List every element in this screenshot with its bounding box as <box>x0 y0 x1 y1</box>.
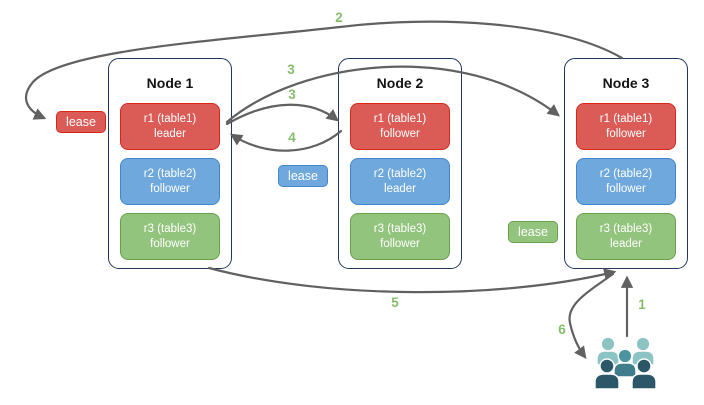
lease-badge-green: lease <box>508 221 558 243</box>
node3-replica-r3: r3 (table3) leader <box>576 213 676 260</box>
node1-replica-r1: r1 (table1) leader <box>120 103 220 150</box>
node2-replica-r3: r3 (table3) follower <box>350 213 450 260</box>
node-2-card: Node 2 r1 (table1) follower r2 (table2) … <box>338 58 462 269</box>
node-3-card: Node 3 r1 (table1) follower r2 (table2) … <box>564 58 688 269</box>
replica-role: leader <box>154 127 186 140</box>
step-label-1: 1 <box>638 297 646 312</box>
step-label-3b: 3 <box>288 87 296 102</box>
replica-name: r2 (table2) <box>599 167 653 180</box>
replica-name: r3 (table3) <box>373 222 427 235</box>
lease-badge-red: lease <box>56 111 106 133</box>
node-1-card: Node 1 r1 (table1) leader r2 (table2) fo… <box>108 58 232 269</box>
lease-badge-blue: lease <box>278 165 328 187</box>
step-label-3a: 3 <box>287 62 295 77</box>
node1-replica-r3: r3 (table3) follower <box>120 213 220 260</box>
arrow-step-5 <box>207 266 617 294</box>
node2-replica-r1: r1 (table1) follower <box>350 103 450 150</box>
replica-name: r2 (table2) <box>143 167 197 180</box>
users-icon <box>594 336 657 390</box>
replica-name: r1 (table1) <box>599 112 653 125</box>
replica-role: follower <box>606 182 646 195</box>
node-2-title: Node 2 <box>376 75 424 91</box>
replica-role: follower <box>380 127 420 140</box>
node3-replica-r1: r1 (table1) follower <box>576 103 676 150</box>
replica-role: follower <box>150 182 190 195</box>
replica-role: follower <box>380 237 420 250</box>
node-3-title: Node 3 <box>602 75 650 91</box>
replica-name: r3 (table3) <box>599 222 653 235</box>
step-label-4: 4 <box>288 130 296 145</box>
node1-replica-r2: r2 (table2) follower <box>120 158 220 205</box>
arrow-step-6 <box>568 272 615 359</box>
replica-name: r1 (table1) <box>373 112 427 125</box>
node-1-title: Node 1 <box>146 75 194 91</box>
replica-name: r1 (table1) <box>143 112 197 125</box>
step-label-5: 5 <box>391 295 399 310</box>
replica-name: r2 (table2) <box>373 167 427 180</box>
replica-role: follower <box>606 127 646 140</box>
replica-role: follower <box>150 237 190 250</box>
arrow-step-3-to-node2 <box>225 103 339 126</box>
replica-role: leader <box>384 182 416 195</box>
replica-name: r3 (table3) <box>143 222 197 235</box>
step-label-2: 2 <box>335 10 343 25</box>
replica-role: leader <box>610 237 642 250</box>
node3-replica-r2: r2 (table2) follower <box>576 158 676 205</box>
step-label-6: 6 <box>558 322 566 337</box>
node2-replica-r2: r2 (table2) leader <box>350 158 450 205</box>
